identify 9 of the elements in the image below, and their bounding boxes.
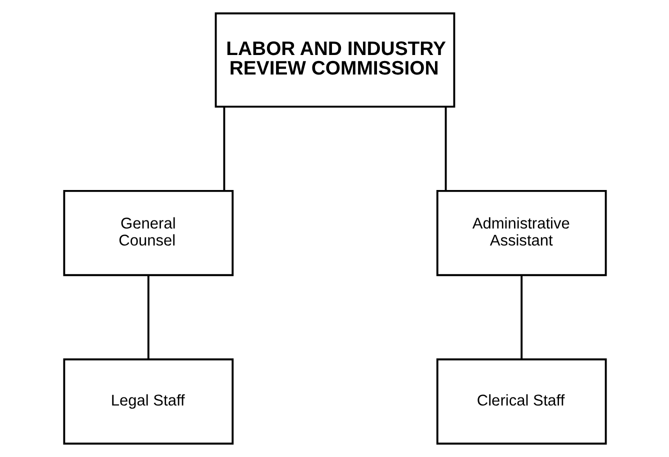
node-box: Administrative Assistant xyxy=(436,190,606,276)
node-box: General Counsel xyxy=(62,190,234,276)
connector xyxy=(146,276,149,359)
node-box: LABOR AND INDUSTRY REVIEW COMMISSION xyxy=(214,12,455,108)
node-box: Legal Staff xyxy=(62,358,234,445)
connector xyxy=(444,106,446,191)
connector xyxy=(520,276,522,359)
node-box: Clerical Staff xyxy=(436,358,606,445)
connector xyxy=(222,106,225,191)
